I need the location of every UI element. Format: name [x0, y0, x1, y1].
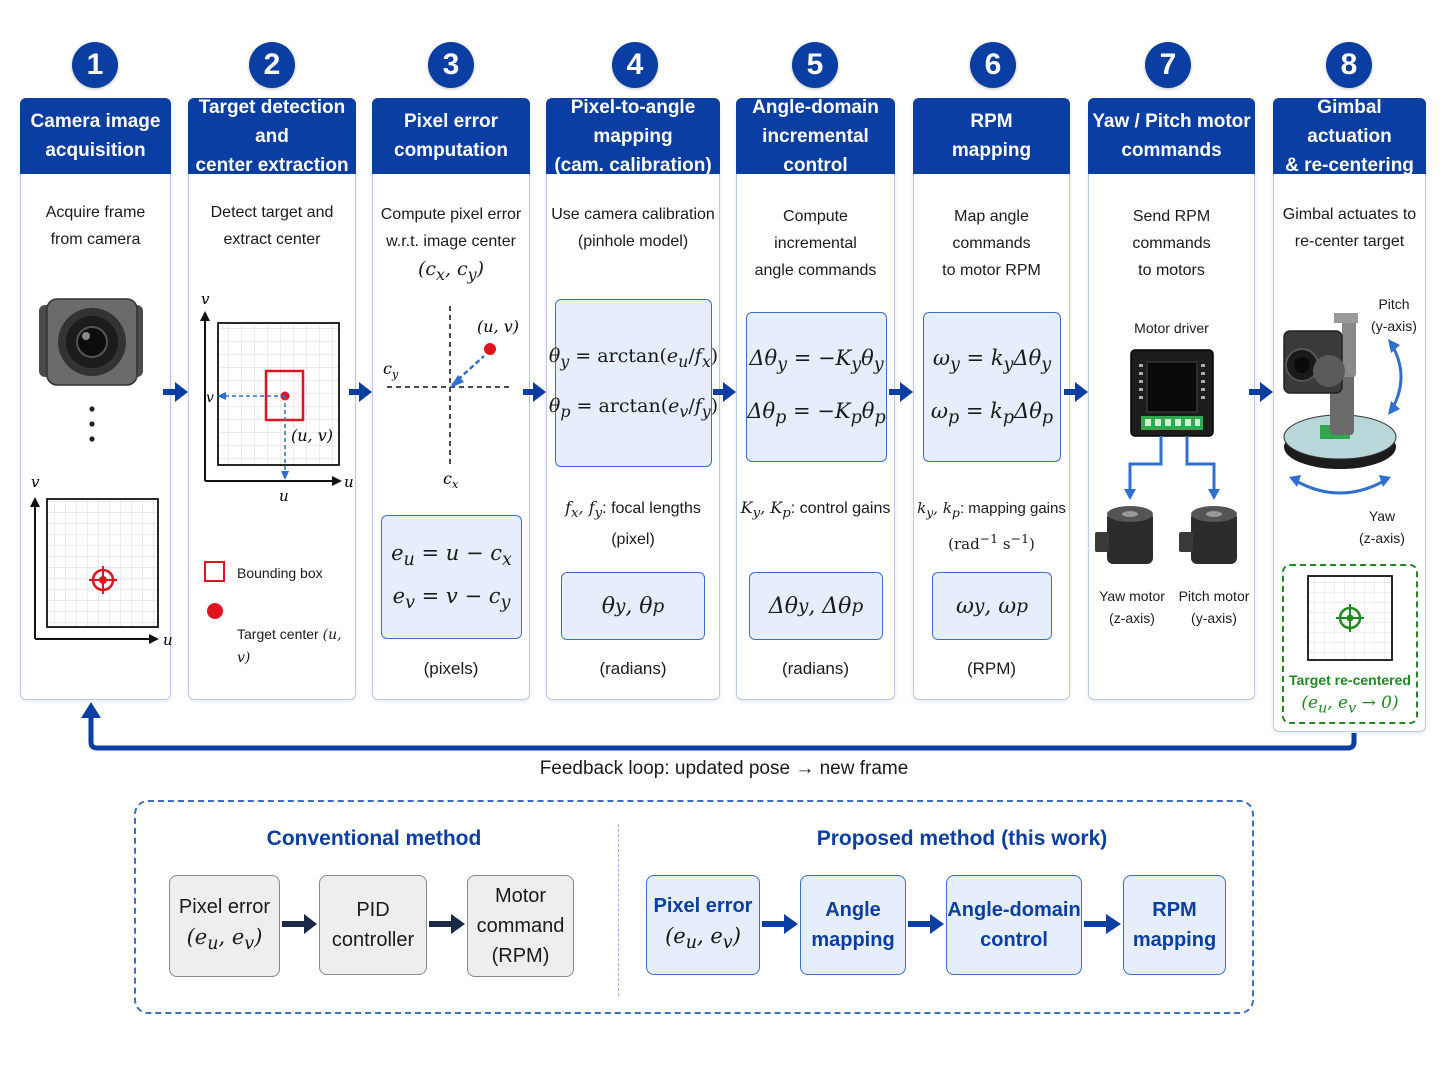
step-3-unit: (pixels) [423, 659, 479, 678]
step-5-title: Angle-domain incremental control [736, 97, 895, 176]
step-7-title: Yaw / Pitch motor commands [1088, 98, 1255, 174]
step-5-badge: 5 [792, 42, 838, 88]
pitch-motor-label: Pitch motor (y-axis) [1178, 588, 1250, 626]
step-6-title: RPM mapping [913, 98, 1070, 174]
yaw-label: Yaw (z-axis) [1359, 508, 1405, 546]
gimbal-icon [1283, 313, 1403, 495]
step-1-title: Camera image acquisition [20, 98, 171, 174]
conventional-title: Conventional method [266, 827, 482, 850]
legend-target-center: Target center (u, v) [237, 626, 342, 666]
camera-icon [39, 298, 143, 442]
conv-pixel-error-label: Pixel error [178, 896, 271, 919]
step-2-title: Target detection and center extraction [188, 97, 356, 176]
step-7-panel: Yaw / Pitch motor commands Send RPM comm… [1088, 98, 1255, 700]
comparison-panel: Conventional method Proposed method (thi… [134, 800, 1254, 1014]
prop-angle-control-box: Angle-domain control [946, 875, 1082, 975]
svg-text:x: x [452, 478, 459, 491]
svg-text:c: c [383, 359, 392, 378]
angle-mapping-equations: θy = arctan(eu/fx) θp = arctan(ev/fy) [549, 299, 718, 467]
svg-text:v: v [31, 479, 40, 491]
yaw-motor-label: Yaw motor (z-axis) [1099, 588, 1165, 626]
step-6-panel: RPM mapping Map angle commands to motor … [913, 98, 1070, 700]
recentered-label: Target re-centered [1289, 672, 1411, 688]
prop-pixel-error-box: Pixel error (eu, ev) [646, 875, 760, 975]
step-4-desc: Use camera calibration (pinhole model) [551, 206, 715, 250]
pixel-error-plot: (u, v) c y c x [383, 306, 519, 491]
image-frame-plot: v u [30, 479, 172, 649]
step-6-note-text: mapping gains [968, 500, 1066, 517]
step-1-panel: Camera image acquisition Acquire frame f… [20, 98, 172, 700]
prop-rpm-mapping-box: RPM mapping [1123, 875, 1226, 975]
step-5-note-text: control gains [799, 500, 891, 517]
conv-pid-box: PID controller [319, 875, 427, 975]
svg-text:(u, v): (u, v) [291, 426, 333, 445]
conv-motor-box: Motor command (RPM) [467, 875, 574, 977]
legend-box-icon [204, 561, 225, 582]
step-4-panel: Pixel-to-angle mapping (cam. calibration… [546, 97, 720, 700]
step-5-note: Ky, Kp: control gains [740, 498, 891, 522]
rpm-equations: ωy = kyΔθy ωp = kpΔθp [923, 312, 1061, 462]
step-8-badge: 8 [1326, 42, 1372, 88]
svg-text:y: y [391, 368, 399, 381]
step-3-title: Pixel error computation [372, 98, 530, 174]
step-2-panel: Target detection and center extraction D… [188, 97, 356, 700]
step-3-badge: 3 [428, 42, 474, 88]
motor-driver-icon [1095, 349, 1237, 564]
step-8-desc: Gimbal actuates to re-center target [1282, 206, 1417, 250]
conv-pixel-error-box: Pixel error (eu, ev) [169, 875, 280, 977]
svg-text:(u, v): (u, v) [477, 317, 519, 336]
step-1-desc: Acquire frame from camera [45, 204, 146, 248]
step-3-panel: Pixel error computation Compute pixel er… [372, 98, 530, 700]
pitch-label: Pitch (y-axis) [1371, 296, 1417, 334]
prop-pixel-error-label: Pixel error [653, 895, 753, 918]
svg-text:c: c [443, 469, 452, 488]
comparison-divider [618, 824, 619, 996]
step-5-panel: Angle-domain incremental control Compute… [736, 97, 895, 700]
step-5-unit: (radians) [781, 659, 850, 678]
step-2-badge: 2 [249, 42, 295, 88]
yaw-motor-icon [1095, 506, 1153, 564]
image-center-symbol: (cx, cy) [417, 258, 485, 284]
recentered-plot [1307, 575, 1393, 661]
step-7-desc: Send RPM commands to motors [1132, 208, 1211, 279]
legend-target-center-label: Target center [237, 626, 319, 642]
step-4-note-text: focal lengths (pixel) [611, 500, 701, 549]
svg-text:u: u [163, 631, 172, 649]
recentered-box: Target re-centered (eu, ev → 0) [1282, 564, 1418, 724]
step-8-panel: Gimbal actuation & re-centering Gimbal a… [1273, 97, 1426, 732]
recentered-condition: (eu, ev → 0) [1301, 693, 1399, 717]
motor-driver-label: Motor driver [1134, 320, 1209, 336]
step-4-note: fx, fy: focal lengths (pixel) [565, 498, 701, 549]
step-6-desc: Map angle commands to motor RPM [942, 208, 1041, 279]
step-4-badge: 4 [612, 42, 658, 88]
proposed-title: Proposed method (this work) [816, 827, 1108, 850]
step-2-desc: Detect target and extract center [210, 204, 334, 248]
svg-text:u: u [344, 473, 354, 491]
step-5-desc: Compute incremental angle commands [754, 208, 877, 279]
legend-dot-icon [207, 603, 223, 619]
feedback-label: Feedback loop: updated pose → new frame [539, 758, 909, 779]
step-7-badge: 7 [1145, 42, 1191, 88]
step-8-title: Gimbal actuation & re-centering [1273, 97, 1426, 176]
pitch-motor-icon [1179, 506, 1237, 564]
prop-angle-mapping-box: Angle mapping [800, 875, 906, 975]
control-equations: Δθy = −Kyθy Δθp = −Kpθp [746, 312, 887, 462]
svg-text:u: u [279, 487, 289, 505]
detection-plot: v u v u (u, v) [200, 290, 354, 505]
pixel-error-equations: eu = u − cx ev = v − cy [381, 515, 522, 639]
step-1-badge: 1 [72, 42, 118, 88]
step-4-unit: (radians) [599, 659, 667, 678]
step-3-desc: Compute pixel error w.r.t. image center [380, 206, 522, 250]
svg-text:v: v [201, 290, 210, 308]
step-6-unit: (RPM) [966, 659, 1017, 678]
feedback-arrow [88, 716, 1357, 751]
legend-bounding-box: Bounding box [237, 565, 323, 581]
step-6-badge: 6 [970, 42, 1016, 88]
svg-text:v: v [206, 390, 214, 406]
step-6-note: ky, kp: mapping gains(rad−1 s−1) [917, 499, 1066, 553]
step-4-title: Pixel-to-angle mapping (cam. calibration… [546, 97, 720, 176]
